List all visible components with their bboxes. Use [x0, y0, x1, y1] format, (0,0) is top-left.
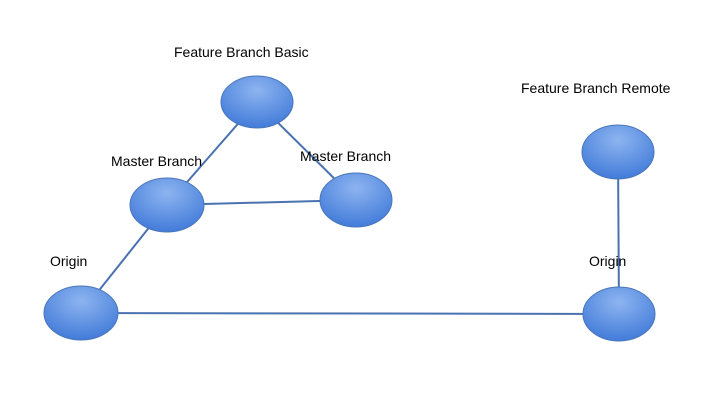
label-origin-right: Origin — [589, 253, 627, 269]
edge-origin-left-to-origin-right — [80, 312, 620, 315]
label-feature-branch-remote: Feature Branch Remote — [521, 80, 671, 96]
node-origin-right — [582, 286, 656, 342]
label-master-branch-left: Master Branch — [111, 153, 203, 169]
node-feature-basic — [220, 75, 294, 129]
nodes-layer — [43, 75, 656, 342]
node-master-left — [129, 177, 205, 233]
label-master-branch-right: Master Branch — [300, 148, 392, 164]
label-feature-branch-basic: Feature Branch Basic — [174, 44, 309, 60]
node-master-right — [319, 172, 393, 228]
node-feature-remote — [581, 124, 655, 180]
node-origin-left — [43, 285, 119, 341]
label-origin-left: Origin — [50, 253, 88, 269]
